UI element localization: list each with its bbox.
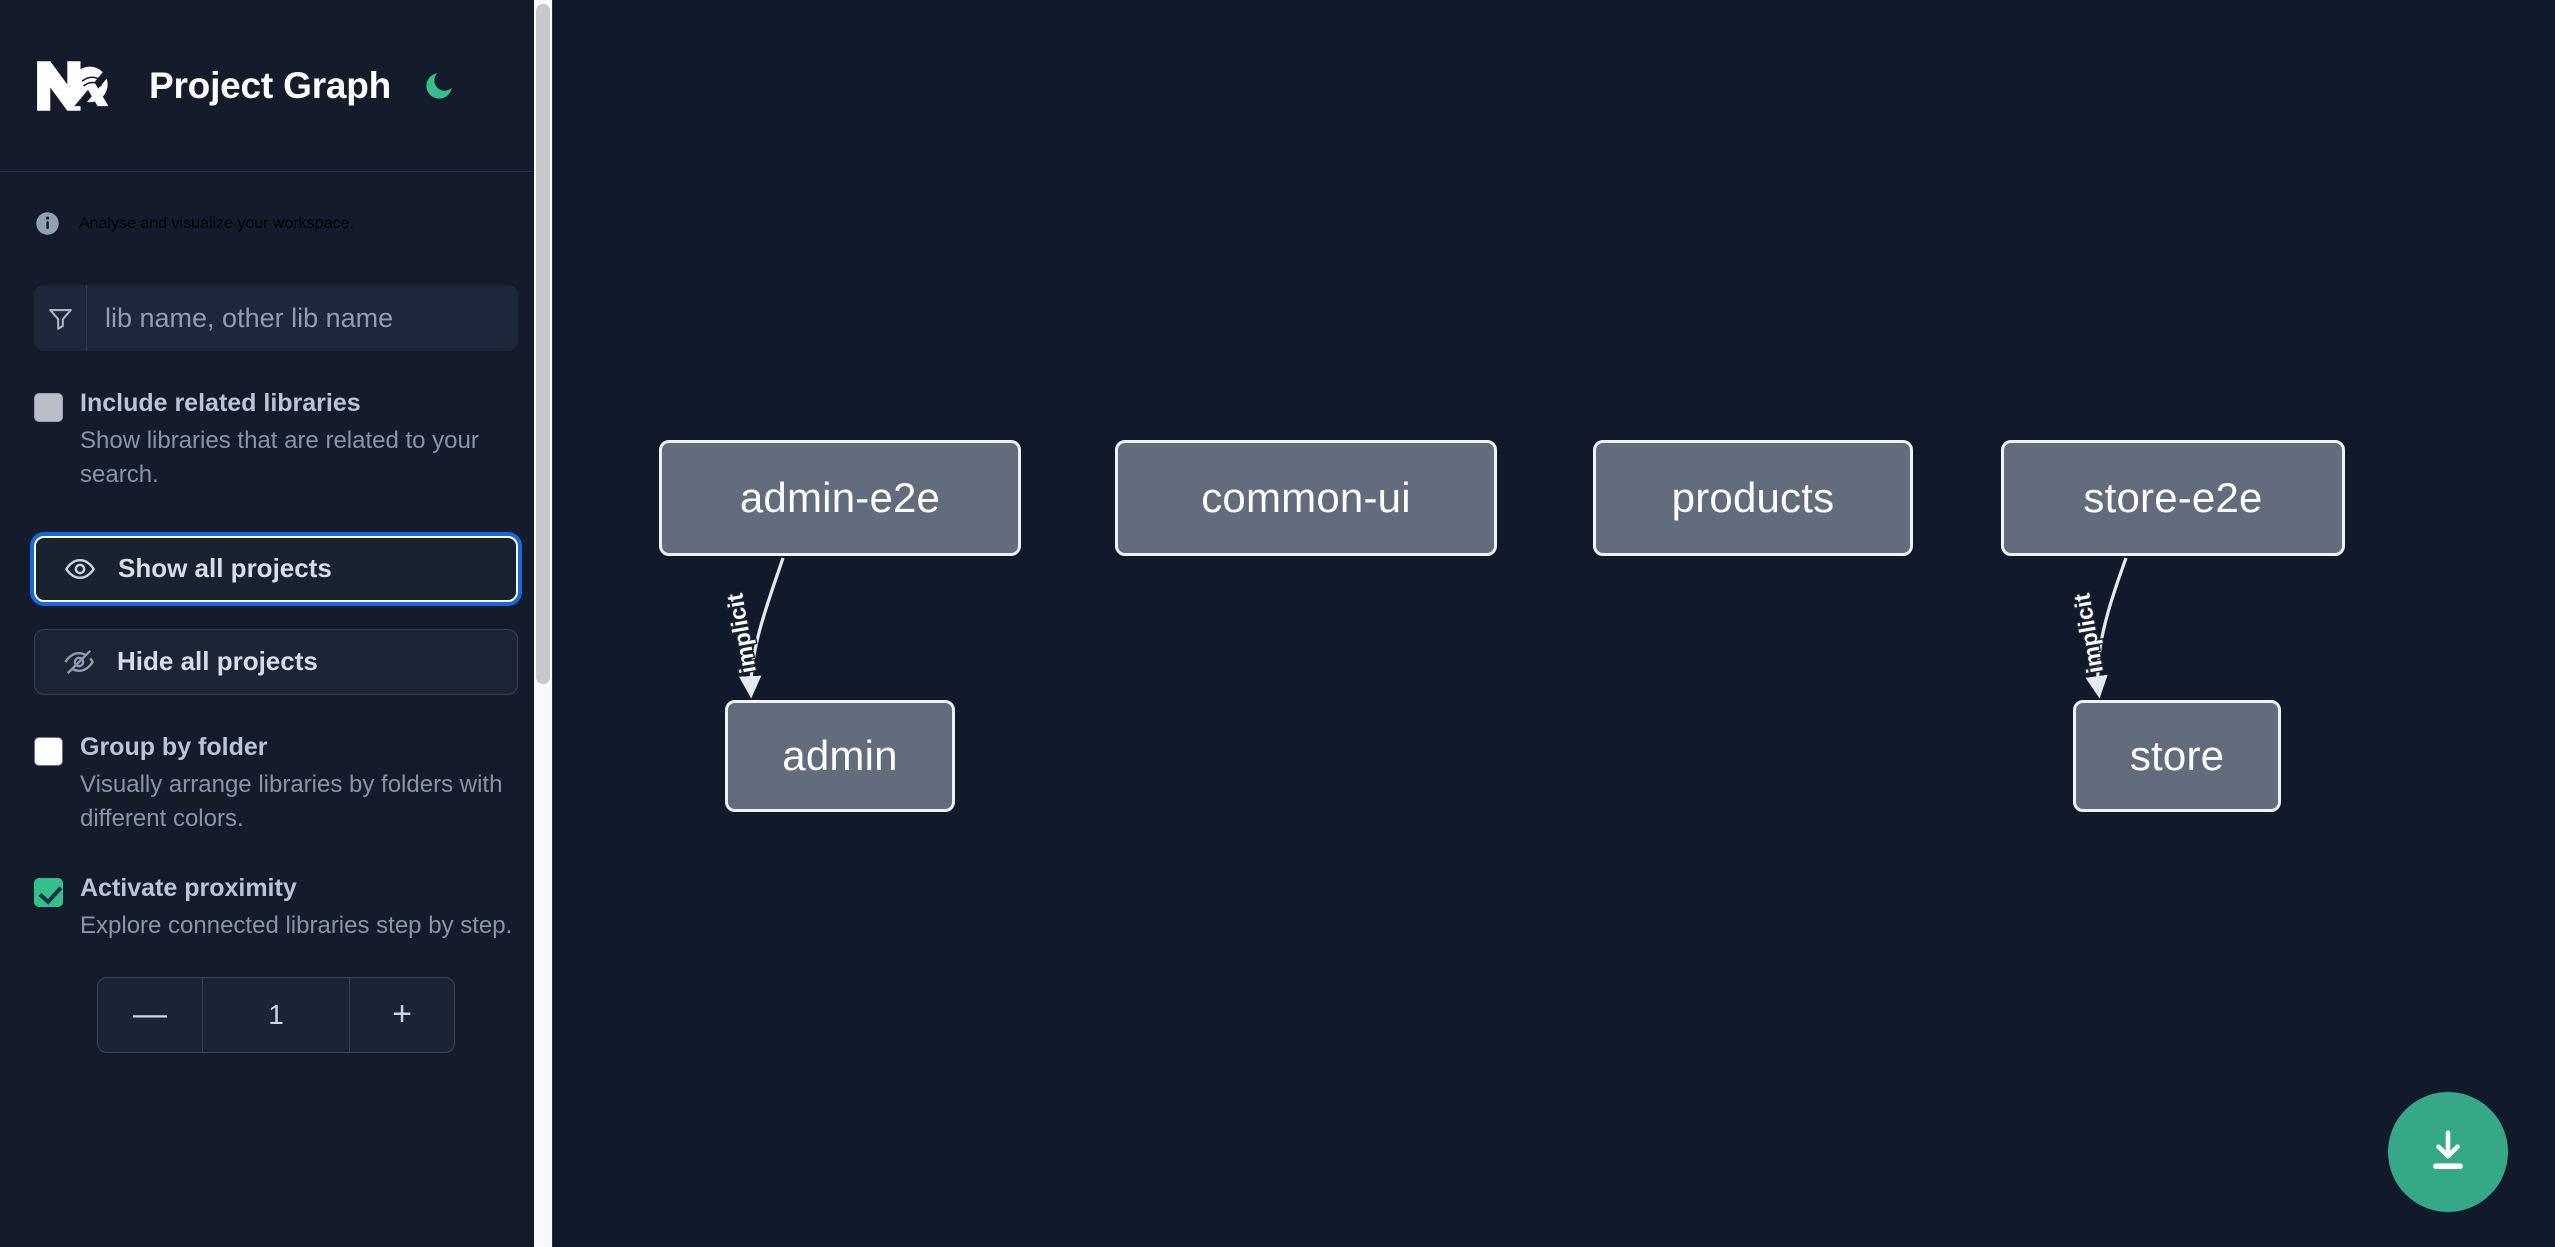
eye-icon: [64, 553, 96, 585]
download-graph-button[interactable]: [2388, 1092, 2508, 1212]
search-input[interactable]: [87, 285, 518, 351]
show-all-projects-label: Show all projects: [118, 553, 332, 584]
proximity-stepper-wrap: — 1 +: [0, 976, 552, 1053]
sidebar-header: Project Graph: [0, 0, 552, 172]
sidebar-scrollbar[interactable]: [534, 0, 552, 1247]
activate-proximity-checkbox[interactable]: [34, 877, 63, 907]
group-by-folder-checkbox[interactable]: [34, 736, 63, 766]
search-filter: [34, 285, 518, 351]
hide-all-projects-label: Hide all projects: [117, 646, 318, 677]
stepper-divider-right: [349, 977, 350, 1052]
graph-edges: implicit implicit: [720, 557, 2128, 699]
tagline-text: Analyse and visualize your workspace.: [79, 214, 354, 232]
proximity-increment-button[interactable]: +: [350, 978, 454, 1052]
graph-node-products[interactable]: products: [1593, 440, 1913, 556]
edge-label-implicit-admin: implicit: [721, 591, 761, 675]
option-group-by-folder[interactable]: Group by folder Visually arrange librari…: [0, 731, 552, 836]
include-related-libraries-description: Show libraries that are related to your …: [80, 426, 479, 488]
graph-node-admin[interactable]: admin: [725, 700, 955, 812]
activate-proximity-label: Activate proximity: [80, 873, 297, 902]
option-activate-proximity[interactable]: Activate proximity Explore connected lib…: [0, 872, 552, 943]
page-title: Project Graph: [149, 64, 392, 106]
include-related-libraries-checkbox[interactable]: [34, 393, 63, 422]
download-icon: [2422, 1125, 2474, 1180]
sidebar: Project Graph Analyse and visualize your…: [0, 0, 553, 1247]
group-by-folder-description: Visually arrange libraries by folders wi…: [80, 770, 503, 832]
filter-funnel-icon: [34, 285, 87, 351]
activate-proximity-description: Explore connected libraries step by step…: [80, 911, 513, 939]
graph-node-store-e2e[interactable]: store-e2e: [2001, 440, 2345, 556]
include-related-libraries-label: Include related libraries: [80, 389, 361, 417]
visibility-buttons: Show all projects Hide all projects: [0, 535, 552, 695]
stepper-divider-left: [202, 977, 203, 1052]
graph-canvas[interactable]: implicit implicit admin-e2e common-ui pr…: [553, 0, 2555, 1247]
workspace-tagline: Analyse and visualize your workspace.: [0, 172, 552, 237]
show-all-projects-button[interactable]: Show all projects: [34, 535, 518, 602]
proximity-stepper: — 1 +: [97, 976, 455, 1053]
hide-all-projects-button[interactable]: Hide all projects: [34, 628, 518, 695]
nx-logo-icon: [34, 55, 127, 117]
option-include-related-libraries[interactable]: Include related libraries Show libraries…: [0, 387, 552, 492]
proximity-value: 1: [268, 998, 284, 1030]
eye-off-icon: [63, 646, 95, 678]
sidebar-scrollbar-thumb[interactable]: [536, 4, 550, 684]
proximity-decrement-button[interactable]: —: [98, 978, 202, 1052]
graph-node-admin-e2e[interactable]: admin-e2e: [659, 440, 1021, 556]
info-icon: [34, 210, 61, 237]
moon-icon[interactable]: [419, 66, 459, 106]
graph-node-common-ui[interactable]: common-ui: [1115, 440, 1497, 556]
graph-node-store[interactable]: store: [2073, 700, 2281, 812]
group-by-folder-label: Group by folder: [80, 732, 268, 761]
